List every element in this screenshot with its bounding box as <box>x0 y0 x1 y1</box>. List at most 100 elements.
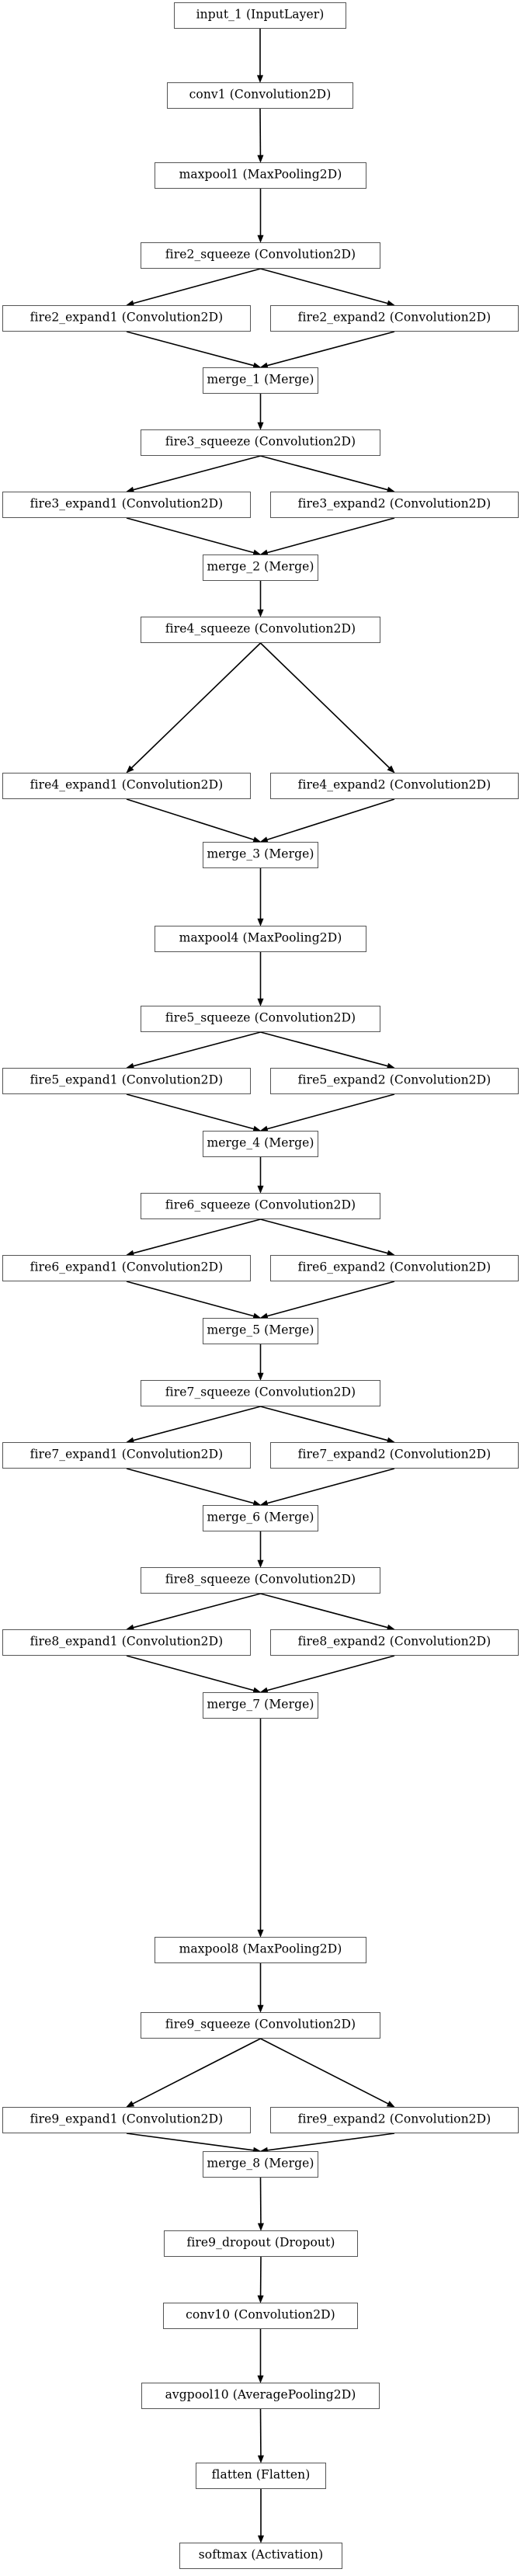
graph-edge-fire3_squeeze-to-fire3_expand2 <box>260 455 395 493</box>
graph-node-merge_4[interactable]: merge_4 (Merge) <box>203 1131 318 1157</box>
graph-edge-maxpool4-to-fire5_squeeze <box>257 952 264 1006</box>
graph-node-fire8_squeeze[interactable]: fire8_squeeze (Convolution2D) <box>141 1567 380 1594</box>
graph-node-label: maxpool4 (MaxPooling2D) <box>179 930 342 945</box>
graph-node-conv10[interactable]: conv10 (Convolution2D) <box>163 2303 358 2329</box>
graph-node-fire8_expand1[interactable]: fire8_expand1 (Convolution2D) <box>2 1629 251 1656</box>
graph-edge-fire6_squeeze-to-fire6_expand1 <box>126 1218 261 1257</box>
graph-node-fire4_expand2[interactable]: fire4_expand2 (Convolution2D) <box>270 773 519 799</box>
graph-edge-fire7_expand1-to-merge_6 <box>126 1468 262 1507</box>
graph-node-merge_8[interactable]: merge_8 (Merge) <box>203 2151 318 2178</box>
graph-node-label: fire4_expand2 (Convolution2D) <box>297 777 491 792</box>
graph-edge-fire2_expand2-to-merge_1 <box>259 331 395 369</box>
graph-node-label: merge_5 (Merge) <box>207 1323 314 1337</box>
graph-edge-fire8_squeeze-to-fire8_expand1 <box>126 1593 261 1631</box>
graph-node-label: fire6_squeeze (Convolution2D) <box>165 1198 356 1212</box>
graph-edge-merge_5-to-fire7_squeeze <box>257 1344 264 1381</box>
graph-edge-merge_7-to-maxpool8 <box>257 1719 264 1938</box>
graph-node-fire3_expand2[interactable]: fire3_expand2 (Convolution2D) <box>270 492 519 518</box>
graph-edge-fire4_squeeze-to-fire4_expand1 <box>126 642 262 773</box>
graph-edge-fire5_expand2-to-merge_4 <box>259 1093 395 1132</box>
graph-node-fire8_expand2[interactable]: fire8_expand2 (Convolution2D) <box>270 1629 519 1656</box>
graph-node-fire2_expand2[interactable]: fire2_expand2 (Convolution2D) <box>270 305 519 332</box>
graph-node-fire3_expand1[interactable]: fire3_expand1 (Convolution2D) <box>2 492 251 518</box>
graph-node-label: fire3_expand2 (Convolution2D) <box>297 496 491 511</box>
graph-edge-maxpool1-to-fire2_squeeze <box>257 189 264 243</box>
graph-edge-fire7_squeeze-to-fire7_expand2 <box>260 1406 395 1444</box>
graph-node-label: fire5_expand1 (Convolution2D) <box>30 1072 224 1087</box>
graph-node-label: merge_4 (Merge) <box>207 1135 314 1150</box>
graph-node-label: fire3_squeeze (Convolution2D) <box>165 434 356 449</box>
graph-edge-fire7_squeeze-to-fire7_expand1 <box>126 1406 261 1444</box>
graph-node-maxpool4[interactable]: maxpool4 (MaxPooling2D) <box>155 926 366 952</box>
graph-node-merge_6[interactable]: merge_6 (Merge) <box>203 1505 318 1531</box>
graph-edge-conv1-to-maxpool1 <box>257 108 264 163</box>
graph-edge-fire5_squeeze-to-fire5_expand1 <box>126 1031 261 1069</box>
graph-node-fire5_squeeze[interactable]: fire5_squeeze (Convolution2D) <box>141 1006 380 1032</box>
graph-node-label: fire9_expand2 (Convolution2D) <box>297 2112 491 2126</box>
graph-node-label: fire8_squeeze (Convolution2D) <box>165 1572 356 1587</box>
graph-edge-fire4_squeeze-to-fire4_expand2 <box>259 642 395 773</box>
graph-edge-fire2_expand1-to-merge_1 <box>126 331 262 369</box>
graph-edge-merge_3-to-maxpool4 <box>257 868 264 926</box>
graph-node-fire4_expand1[interactable]: fire4_expand1 (Convolution2D) <box>2 773 251 799</box>
graph-node-merge_2[interactable]: merge_2 (Merge) <box>203 554 318 581</box>
graph-edge-fire9_dropout-to-conv10 <box>257 2256 264 2303</box>
graph-node-fire2_expand1[interactable]: fire2_expand1 (Convolution2D) <box>2 305 251 332</box>
graph-node-label: fire7_squeeze (Convolution2D) <box>165 1385 356 1399</box>
graph-node-merge_7[interactable]: merge_7 (Merge) <box>203 1692 318 1719</box>
graph-edge-fire4_expand1-to-merge_3 <box>126 798 262 843</box>
graph-edge-fire5_expand1-to-merge_4 <box>126 1093 262 1132</box>
graph-node-label: avgpool10 (AveragePooling2D) <box>165 2387 356 2402</box>
graph-node-fire7_expand2[interactable]: fire7_expand2 (Convolution2D) <box>270 1442 519 1469</box>
graph-node-fire6_squeeze[interactable]: fire6_squeeze (Convolution2D) <box>141 1193 380 1219</box>
graph-node-fire5_expand2[interactable]: fire5_expand2 (Convolution2D) <box>270 1068 519 1094</box>
graph-node-avgpool10[interactable]: avgpool10 (AveragePooling2D) <box>141 2383 380 2409</box>
graph-node-fire4_squeeze[interactable]: fire4_squeeze (Convolution2D) <box>141 617 380 643</box>
graph-node-fire3_squeeze[interactable]: fire3_squeeze (Convolution2D) <box>141 429 380 456</box>
graph-node-label: fire9_squeeze (Convolution2D) <box>165 2017 356 2032</box>
graph-node-label: conv10 (Convolution2D) <box>186 2307 335 2322</box>
graph-edge-conv10-to-avgpool10 <box>257 2329 264 2383</box>
graph-node-fire6_expand2[interactable]: fire6_expand2 (Convolution2D) <box>270 1255 519 1281</box>
graph-node-label: merge_2 (Merge) <box>207 559 314 574</box>
graph-node-fire9_squeeze[interactable]: fire9_squeeze (Convolution2D) <box>141 2012 380 2039</box>
graph-node-fire7_expand1[interactable]: fire7_expand1 (Convolution2D) <box>2 1442 251 1469</box>
graph-node-label: fire7_expand1 (Convolution2D) <box>30 1447 224 1462</box>
graph-node-merge_1[interactable]: merge_1 (Merge) <box>203 367 318 394</box>
graph-edge-avgpool10-to-flatten <box>257 2408 264 2463</box>
graph-node-fire9_expand2[interactable]: fire9_expand2 (Convolution2D) <box>270 2107 519 2133</box>
graph-node-fire6_expand1[interactable]: fire6_expand1 (Convolution2D) <box>2 1255 251 1281</box>
graph-node-maxpool1[interactable]: maxpool1 (MaxPooling2D) <box>155 162 366 189</box>
graph-edge-fire9_expand1-to-merge_8 <box>126 2133 262 2154</box>
graph-node-fire7_squeeze[interactable]: fire7_squeeze (Convolution2D) <box>141 1380 380 1406</box>
graph-node-label: fire6_expand2 (Convolution2D) <box>297 1260 491 1274</box>
graph-node-label: merge_1 (Merge) <box>207 372 314 387</box>
graph-node-label: fire5_squeeze (Convolution2D) <box>165 1010 356 1025</box>
graph-node-maxpool8[interactable]: maxpool8 (MaxPooling2D) <box>155 1937 366 1963</box>
graph-edge-fire3_expand1-to-merge_2 <box>126 517 262 556</box>
graph-node-input_1[interactable]: input_1 (InputLayer) <box>174 2 346 29</box>
graph-node-label: softmax (Activation) <box>198 2547 324 2562</box>
graph-node-label: maxpool1 (MaxPooling2D) <box>179 167 342 182</box>
graph-edge-merge_8-to-fire9_dropout <box>257 2177 264 2231</box>
graph-edge-fire3_squeeze-to-fire3_expand1 <box>126 455 261 493</box>
graph-edge-fire6_squeeze-to-fire6_expand2 <box>260 1218 395 1257</box>
graph-node-flatten[interactable]: flatten (Flatten) <box>196 2463 326 2489</box>
graph-node-merge_3[interactable]: merge_3 (Merge) <box>203 842 318 868</box>
graph-node-label: fire2_squeeze (Convolution2D) <box>165 247 356 262</box>
graph-node-merge_5[interactable]: merge_5 (Merge) <box>203 1318 318 1344</box>
graph-node-fire9_dropout[interactable]: fire9_dropout (Dropout) <box>164 2230 358 2257</box>
graph-edge-merge_1-to-fire3_squeeze <box>257 394 264 430</box>
graph-node-fire2_squeeze[interactable]: fire2_squeeze (Convolution2D) <box>141 242 380 269</box>
graph-node-fire9_expand1[interactable]: fire9_expand1 (Convolution2D) <box>2 2107 251 2133</box>
graph-node-conv1[interactable]: conv1 (Convolution2D) <box>167 82 353 109</box>
graph-edge-fire9_expand2-to-merge_8 <box>259 2133 395 2154</box>
graph-node-label: fire9_expand1 (Convolution2D) <box>30 2112 224 2126</box>
graph-node-softmax[interactable]: softmax (Activation) <box>179 2543 342 2569</box>
graph-node-label: fire2_expand2 (Convolution2D) <box>297 310 491 325</box>
graph-node-label: input_1 (InputLayer) <box>196 7 325 22</box>
graph-node-fire5_expand1[interactable]: fire5_expand1 (Convolution2D) <box>2 1068 251 1094</box>
graph-node-label: fire5_expand2 (Convolution2D) <box>297 1072 491 1087</box>
graph-edge-fire9_squeeze-to-fire9_expand1 <box>126 2038 261 2108</box>
